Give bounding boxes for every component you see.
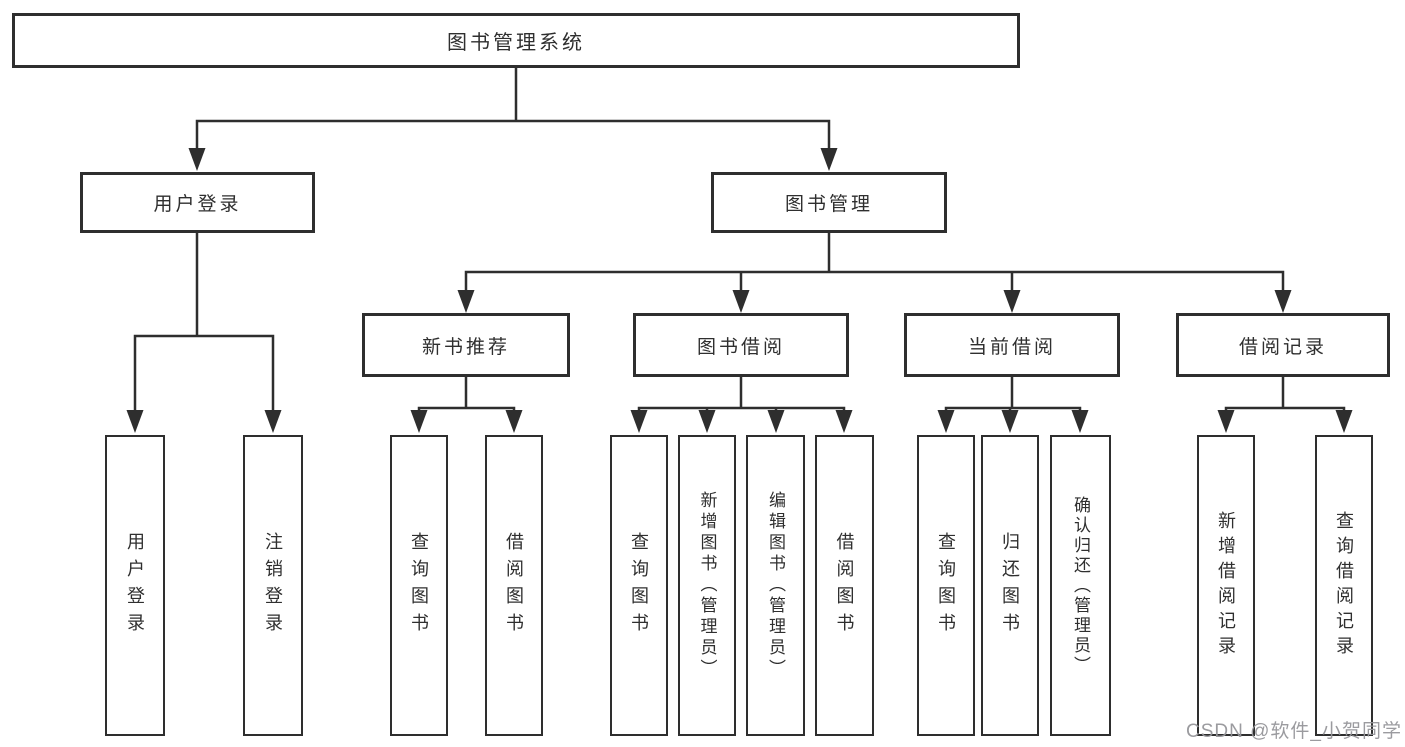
node-user-login-label: 用户登录 bbox=[153, 194, 242, 215]
node-current-borrow-label: 当前借阅 bbox=[967, 336, 1056, 358]
leaf-borrow-edit-admin-label: 编辑图书（管理员） bbox=[766, 491, 785, 680]
node-borrow-records-label: 借阅记录 bbox=[1238, 336, 1327, 358]
leaf-current-return-label: 归还图书 bbox=[1000, 531, 1020, 640]
leaf-borrow-add-admin: 新增图书（管理员） bbox=[678, 435, 736, 736]
node-current-borrow: 当前借阅 bbox=[904, 313, 1120, 377]
leaf-records-add: 新增借阅记录 bbox=[1197, 435, 1255, 736]
leaf-borrow-query-label: 查询图书 bbox=[629, 531, 649, 640]
leaf-records-add-label: 新增借阅记录 bbox=[1216, 510, 1236, 661]
leaf-borrow-book-label: 借阅图书 bbox=[834, 531, 855, 640]
leaf-records-query-label: 查询借阅记录 bbox=[1334, 510, 1354, 661]
leaf-current-return: 归还图书 bbox=[981, 435, 1039, 736]
node-book-management-label: 图书管理 bbox=[784, 194, 873, 215]
csdn-watermark: CSDN @软件_小贺同学 bbox=[1186, 721, 1402, 742]
node-root-label: 图书管理系统 bbox=[447, 32, 585, 54]
node-book-borrow: 图书借阅 bbox=[633, 313, 849, 377]
leaf-current-query-label: 查询图书 bbox=[936, 531, 956, 640]
leaf-borrow-query: 查询图书 bbox=[610, 435, 668, 736]
node-book-management: 图书管理 bbox=[711, 172, 947, 233]
leaf-borrow-add-admin-label: 新增图书（管理员） bbox=[697, 491, 717, 680]
node-book-borrow-label: 图书借阅 bbox=[696, 336, 785, 358]
node-new-book-recommend: 新书推荐 bbox=[362, 313, 570, 377]
node-new-book-recommend-label: 新书推荐 bbox=[421, 336, 510, 358]
leaf-newbooks-query: 查询图书 bbox=[390, 435, 448, 736]
leaf-borrow-book: 借阅图书 bbox=[815, 435, 874, 736]
leaf-current-query: 查询图书 bbox=[917, 435, 975, 736]
leaf-borrow-edit-admin: 编辑图书（管理员） bbox=[746, 435, 805, 736]
node-user-login: 用户登录 bbox=[80, 172, 315, 233]
leaf-logout: 注销登录 bbox=[243, 435, 303, 736]
leaf-newbooks-borrow: 借阅图书 bbox=[485, 435, 543, 736]
leaf-newbooks-borrow-label: 借阅图书 bbox=[504, 531, 524, 640]
leaf-current-confirm-admin-label: 确认归还（管理员） bbox=[1071, 495, 1090, 676]
leaf-current-confirm-admin: 确认归还（管理员） bbox=[1050, 435, 1111, 736]
node-root-system: 图书管理系统 bbox=[12, 13, 1020, 68]
leaf-records-query: 查询借阅记录 bbox=[1315, 435, 1373, 736]
leaf-logout-label: 注销登录 bbox=[263, 531, 283, 640]
leaf-newbooks-query-label: 查询图书 bbox=[409, 531, 429, 640]
leaf-user-login: 用户登录 bbox=[105, 435, 165, 736]
node-borrow-records: 借阅记录 bbox=[1176, 313, 1390, 377]
leaf-user-login-label: 用户登录 bbox=[125, 531, 145, 640]
